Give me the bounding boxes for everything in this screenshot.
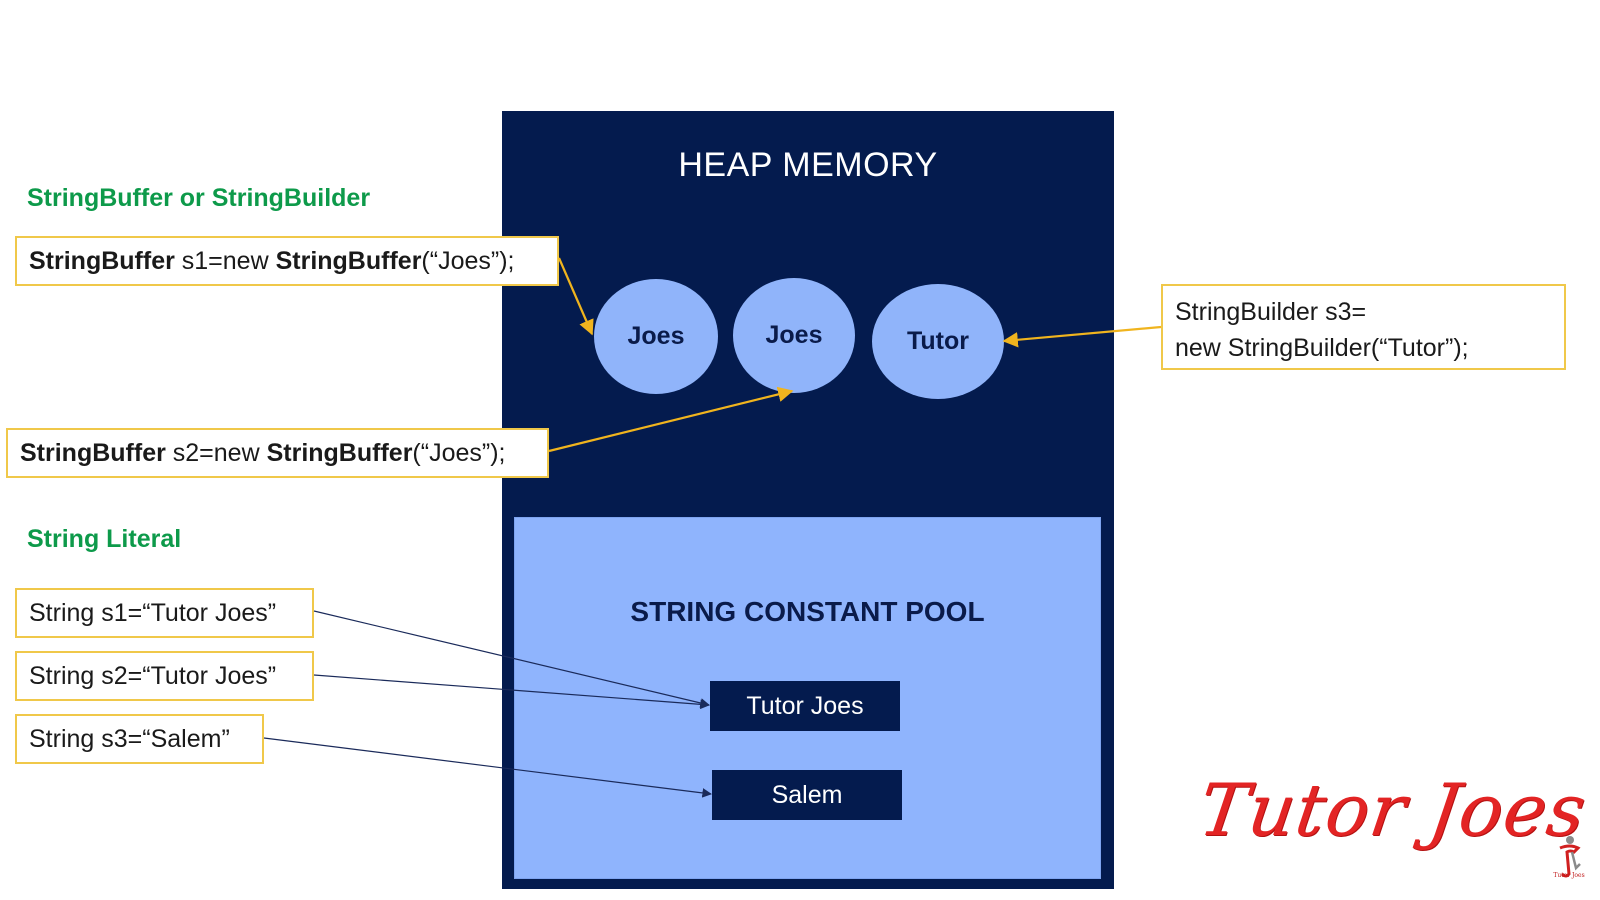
code-box-stringbuilder-s3: StringBuilder s3= new StringBuilder(“Tut…	[1161, 284, 1566, 370]
code-box-literal-s1: String s1=“Tutor Joes”	[15, 588, 314, 638]
heap-object-tutor: Tutor	[872, 284, 1004, 399]
code-box-stringbuffer-s1: StringBuffer s1=new StringBuffer(“Joes”)…	[15, 236, 559, 286]
pool-item-tutor-joes: Tutor Joes	[710, 681, 900, 731]
pool-item-salem: Salem	[712, 770, 902, 820]
tutor-joes-logo: Tutor Joes	[1194, 768, 1592, 852]
code-box-stringbuffer-s2: StringBuffer s2=new StringBuffer(“Joes”)…	[6, 428, 549, 478]
code-text: (“Joes”);	[421, 246, 515, 275]
code-text: (“Joes”);	[412, 438, 506, 467]
string-constant-pool-title: STRING CONSTANT POOL	[630, 596, 985, 627]
heap-object-joes-2: Joes	[733, 278, 855, 393]
code-text: s1=new	[174, 246, 276, 275]
code-keyword: StringBuffer	[275, 246, 422, 275]
code-keyword: StringBuffer	[266, 438, 413, 467]
code-keyword: StringBuffer	[20, 438, 166, 467]
code-text: s2=new	[165, 438, 267, 467]
code-keyword: StringBuffer	[29, 246, 175, 275]
code-line-2: new StringBuilder(“Tutor”);	[1175, 334, 1469, 362]
tutor-joes-mini-logo-icon	[1559, 836, 1581, 878]
heap-memory-title: HEAP MEMORY	[678, 146, 938, 184]
heap-object-joes-1: Joes	[594, 279, 718, 394]
code-line-1: StringBuilder s3=	[1175, 298, 1367, 326]
mini-logo-caption: Tutor Joes	[1553, 872, 1585, 879]
code-box-literal-s2: String s2=“Tutor Joes”	[15, 651, 314, 701]
heading-stringbuffer-or-stringbuilder: StringBuffer or StringBuilder	[27, 184, 371, 212]
code-box-literal-s3: String s3=“Salem”	[15, 714, 264, 764]
heading-string-literal: String Literal	[27, 525, 182, 553]
